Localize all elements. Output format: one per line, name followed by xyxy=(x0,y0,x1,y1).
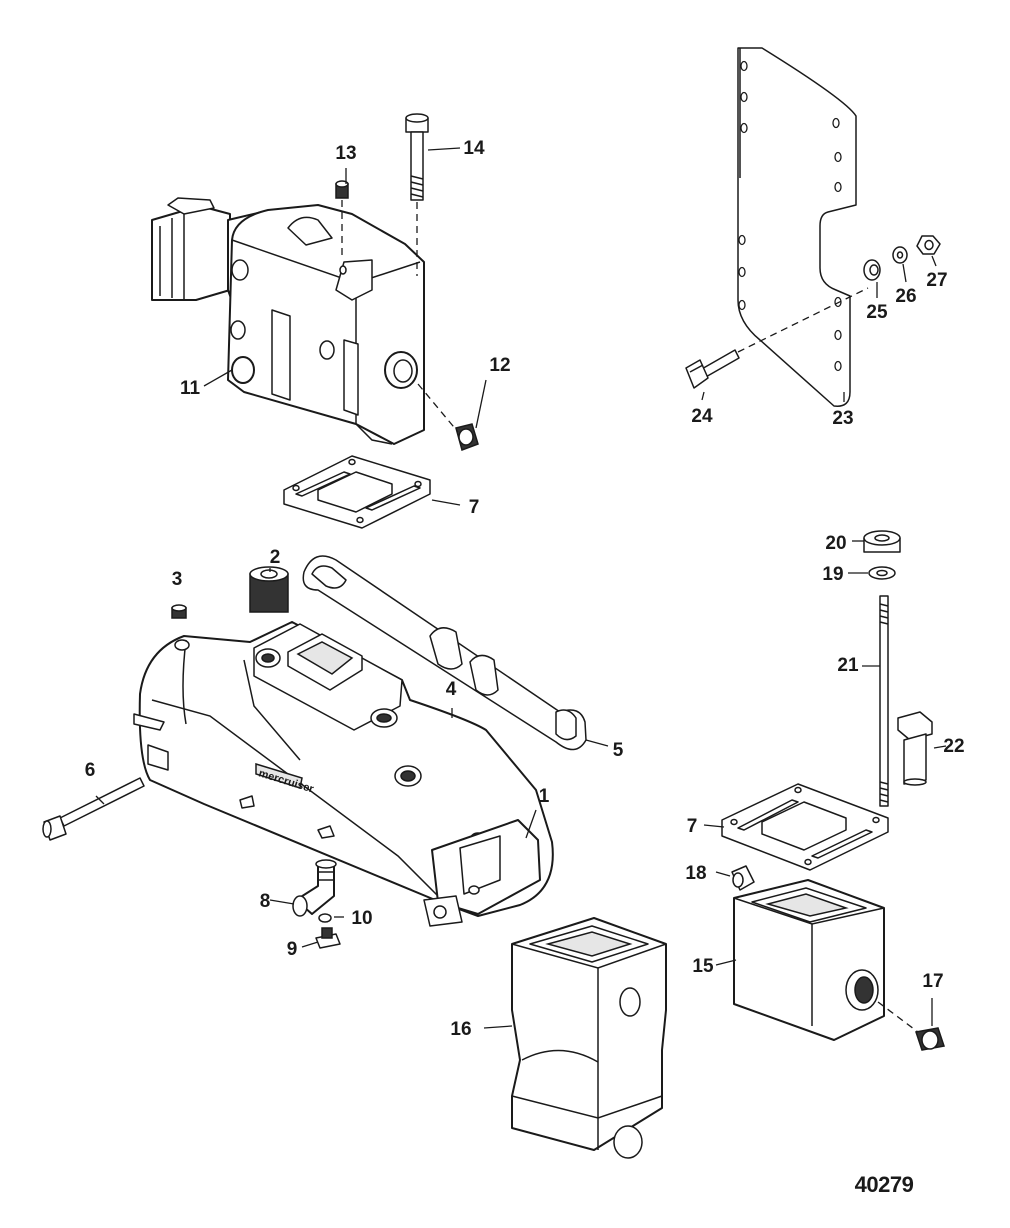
plug-12 xyxy=(455,423,479,451)
bolt-24 xyxy=(685,349,740,389)
callout-7-upper: 7 xyxy=(469,497,480,518)
callout-9: 9 xyxy=(287,939,298,960)
gasket-7-upper xyxy=(283,455,431,529)
callout-25: 25 xyxy=(866,302,888,323)
callout-8: 8 xyxy=(260,891,271,912)
nut-25 xyxy=(863,259,881,281)
callout-27: 27 xyxy=(926,270,947,291)
callout-12: 12 xyxy=(489,355,510,376)
elbow-fitting-8 xyxy=(292,859,337,917)
callout-15: 15 xyxy=(692,956,714,977)
callout-20: 20 xyxy=(825,533,846,554)
bolt-6 xyxy=(42,777,145,841)
figure-id: 40279 xyxy=(855,1172,914,1197)
gasket-5 xyxy=(302,555,587,751)
riser-15 xyxy=(733,879,885,1041)
plug-2 xyxy=(249,566,289,613)
callout-1: 1 xyxy=(539,786,550,807)
dash-line-17 xyxy=(877,1001,919,1033)
plug-17 xyxy=(915,1027,945,1051)
callout-24: 24 xyxy=(691,406,713,427)
plug-3 xyxy=(171,604,187,619)
callout-6: 6 xyxy=(85,760,96,781)
callout-4: 4 xyxy=(446,679,457,700)
fitting-9 xyxy=(315,927,341,949)
o-ring-10 xyxy=(318,913,332,923)
riser-16 xyxy=(511,917,667,1159)
callout-26: 26 xyxy=(895,286,916,307)
exhaust-manifold-1: mercruiser xyxy=(133,621,554,927)
dash-line-12 xyxy=(417,383,459,433)
callout-2: 2 xyxy=(270,547,281,568)
mounting-bracket-23 xyxy=(737,47,857,407)
callout-5: 5 xyxy=(613,740,624,761)
washer-19 xyxy=(868,566,896,580)
callout-18: 18 xyxy=(685,863,706,884)
bolt-22 xyxy=(897,711,933,786)
leader-lines xyxy=(95,147,947,1029)
callout-labels: 1 2 3 4 5 6 7 7 8 9 10 11 12 13 14 15 16… xyxy=(85,138,965,1040)
bolt-14 xyxy=(405,113,429,201)
callout-3: 3 xyxy=(172,569,183,590)
callout-21: 21 xyxy=(837,655,859,676)
nut-27 xyxy=(916,235,941,255)
gasket-7-lower xyxy=(721,783,889,871)
callout-17: 17 xyxy=(922,971,943,992)
fitting-18 xyxy=(731,865,755,891)
callout-10: 10 xyxy=(351,908,372,929)
callout-14: 14 xyxy=(463,138,485,159)
stud-21 xyxy=(879,595,889,807)
callout-23: 23 xyxy=(832,408,853,429)
callout-7-lower: 7 xyxy=(687,816,698,837)
callout-22: 22 xyxy=(943,736,964,757)
washer-26 xyxy=(892,246,908,264)
callout-19: 19 xyxy=(822,564,843,585)
callout-11: 11 xyxy=(180,378,201,399)
dash-line-bracket xyxy=(737,287,869,353)
plug-13 xyxy=(335,180,349,199)
callout-16: 16 xyxy=(450,1019,471,1040)
nut-20 xyxy=(863,530,901,553)
callout-13: 13 xyxy=(335,143,356,164)
exhaust-elbow-11 xyxy=(151,197,425,445)
